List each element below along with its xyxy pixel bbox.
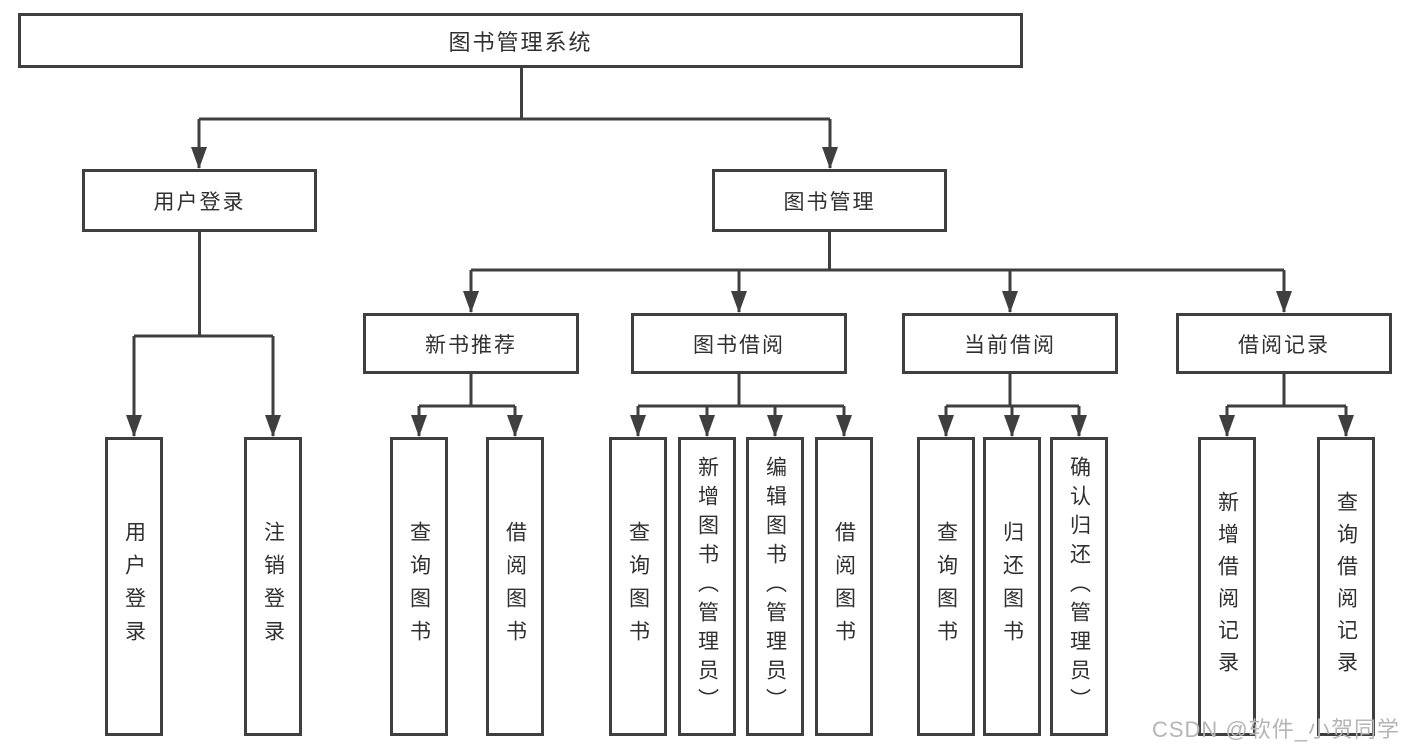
node-label: 查询图书 [934, 520, 958, 653]
node-query-books-recommend: 查询图书 [390, 437, 448, 736]
node-add-borrow-record: 新增借阅记录 [1198, 437, 1256, 736]
node-label: 新书推荐 [425, 333, 517, 357]
node-edit-book-admin: 编辑图书（管理员） [746, 437, 804, 736]
node-borrow-books-recommend: 借阅图书 [486, 437, 544, 736]
node-label: 当前借阅 [964, 333, 1056, 357]
node-label: 借阅图书 [503, 520, 527, 653]
watermark: CSDN @软件_小贺同学 [1151, 717, 1400, 742]
node-user-login-action: 用户登录 [105, 437, 163, 736]
node-current-borrowing: 当前借阅 [902, 313, 1118, 374]
node-book-management: 图书管理 [712, 169, 947, 232]
node-query-books-borrow: 查询图书 [609, 437, 667, 736]
node-user-login: 用户登录 [82, 169, 317, 232]
node-confirm-return-admin: 确认归还（管理员） [1050, 437, 1108, 736]
node-library-management-system: 图书管理系统 [18, 13, 1023, 68]
node-label: 图书借阅 [693, 333, 785, 357]
node-label: 借阅图书 [832, 520, 856, 653]
node-label: 用户登录 [153, 190, 246, 214]
node-book-borrowing: 图书借阅 [631, 313, 847, 374]
node-logout-action: 注销登录 [244, 437, 302, 736]
node-label: 查询图书 [626, 520, 650, 653]
node-label: 新增借阅记录 [1215, 490, 1239, 683]
node-label: 确认归还（管理员） [1067, 456, 1091, 717]
node-label: 归还图书 [1000, 520, 1024, 653]
node-borrowing-records: 借阅记录 [1176, 313, 1392, 374]
node-label: 查询借阅记录 [1334, 490, 1358, 683]
node-borrow-books-action: 借阅图书 [815, 437, 873, 736]
node-new-book-recommendation: 新书推荐 [363, 313, 579, 374]
node-label: 用户登录 [122, 520, 146, 653]
node-label: 借阅记录 [1238, 333, 1330, 357]
node-label: 查询图书 [407, 520, 431, 653]
node-return-books: 归还图书 [983, 437, 1041, 736]
node-label: 图书管理 [783, 190, 876, 214]
node-label: 注销登录 [261, 520, 285, 653]
node-query-books-current: 查询图书 [917, 437, 975, 736]
node-label: 编辑图书（管理员） [763, 456, 787, 717]
node-query-borrow-record: 查询借阅记录 [1317, 437, 1375, 736]
node-label: 新增图书（管理员） [695, 456, 719, 717]
node-add-book-admin: 新增图书（管理员） [678, 437, 736, 736]
node-label: 图书管理系统 [448, 29, 593, 55]
